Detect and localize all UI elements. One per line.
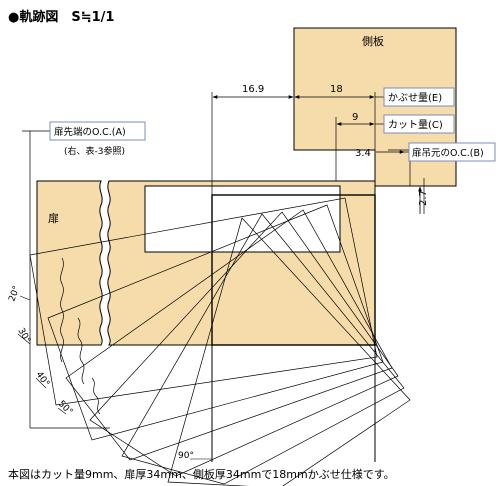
door-right-part [107, 180, 376, 346]
cut-label: カット量(C) [388, 119, 443, 131]
dim-3-4-label: 3.4 [355, 148, 371, 159]
angle-20-label: 20° [7, 285, 22, 303]
dimension-lines [212, 95, 422, 214]
door-left-part [36, 180, 103, 346]
angle-50-label: 50° [56, 399, 74, 417]
door-position-50deg [89, 211, 399, 477]
dim-18-label: 18 [330, 84, 343, 95]
door-swing-trajectories [29, 197, 411, 486]
overlay-label: かぶせ量(E) [388, 92, 442, 104]
angle-guides [17, 295, 212, 460]
side-panel-label: 側板 [362, 34, 384, 48]
door-base-oc-label: 扉吊元のO.C.(B) [412, 147, 484, 159]
overlay-label-box [383, 87, 455, 107]
door-position-90deg [211, 194, 376, 346]
angle-30-label: 30° [15, 327, 32, 346]
cut-label-box [383, 114, 455, 134]
door-path-wave-a [60, 257, 64, 363]
dim-2-7-label: 2.7 [418, 190, 429, 206]
dim-9-label: 9 [352, 112, 358, 123]
door-tip-oc-note: (右、表-3参照) [64, 145, 125, 157]
door-path-wave-b [77, 317, 85, 385]
label-leaders [375, 96, 409, 153]
door-position-20deg [29, 197, 378, 406]
door-label: 扉 [48, 212, 59, 225]
door-base-oc-label-box [408, 142, 496, 162]
diagram-footnote: 本図はカット量9mm、扉厚34mm、側板厚34mmで18mmかぶせ仕様です。 [8, 468, 395, 481]
dimension-extensions [22, 92, 425, 429]
dim-16-9-label: 16.9 [242, 84, 264, 95]
door-tip-oc-label-box [49, 121, 146, 141]
angle-90-label: 90° [178, 451, 194, 461]
door-tip-oc-label: 扉先端のO.C.(A) [54, 126, 126, 138]
door-position-60deg [121, 213, 405, 485]
diagram-heading: ●軌跡図 S≒1/1 [8, 10, 115, 25]
door-position-75deg [167, 217, 411, 486]
door-path-wave-c [91, 377, 101, 415]
angle-40-label: 40° [34, 370, 51, 389]
